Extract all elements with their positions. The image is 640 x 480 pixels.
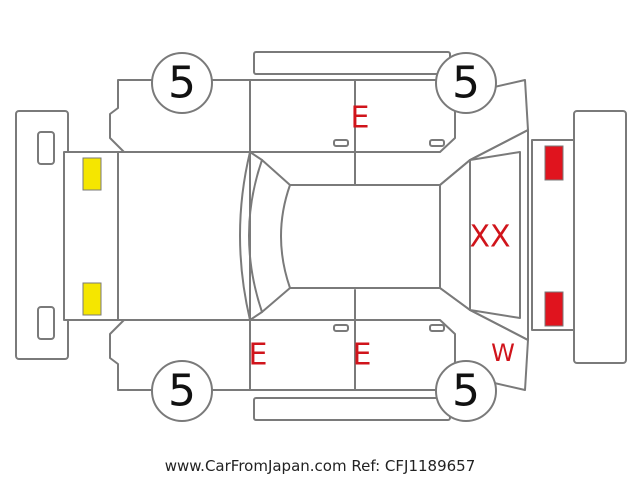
damage-code-rear-window: XX bbox=[469, 220, 510, 255]
damage-code-rear-door: E bbox=[353, 338, 372, 373]
damage-code-roof: E bbox=[351, 101, 370, 136]
tire-front-left: 5 bbox=[151, 52, 213, 114]
source-site: www.CarFromJapan.com bbox=[164, 457, 347, 475]
reference-number: Ref: CFJ1189657 bbox=[351, 457, 476, 475]
tire-tread-value: 5 bbox=[168, 58, 196, 109]
tire-rear-right: 5 bbox=[435, 360, 497, 422]
rear-bumper bbox=[573, 110, 627, 364]
tire-tread-value: 5 bbox=[452, 58, 480, 109]
headlight-top bbox=[82, 157, 102, 191]
taillight-bottom bbox=[544, 291, 564, 327]
front-bumper bbox=[15, 110, 69, 360]
damage-code-front-door: E bbox=[249, 338, 268, 373]
headlight-bottom bbox=[82, 282, 102, 316]
tire-front-right: 5 bbox=[151, 360, 213, 422]
tire-rear-left: 5 bbox=[435, 52, 497, 114]
tire-tread-value: 5 bbox=[452, 366, 480, 417]
damage-code-rear-quarter: W bbox=[491, 339, 515, 367]
tire-tread-value: 5 bbox=[168, 366, 196, 417]
watermark-footer: www.CarFromJapan.com Ref: CFJ1189657 bbox=[0, 457, 640, 475]
body-top-view bbox=[117, 129, 529, 341]
taillight-top bbox=[544, 145, 564, 181]
